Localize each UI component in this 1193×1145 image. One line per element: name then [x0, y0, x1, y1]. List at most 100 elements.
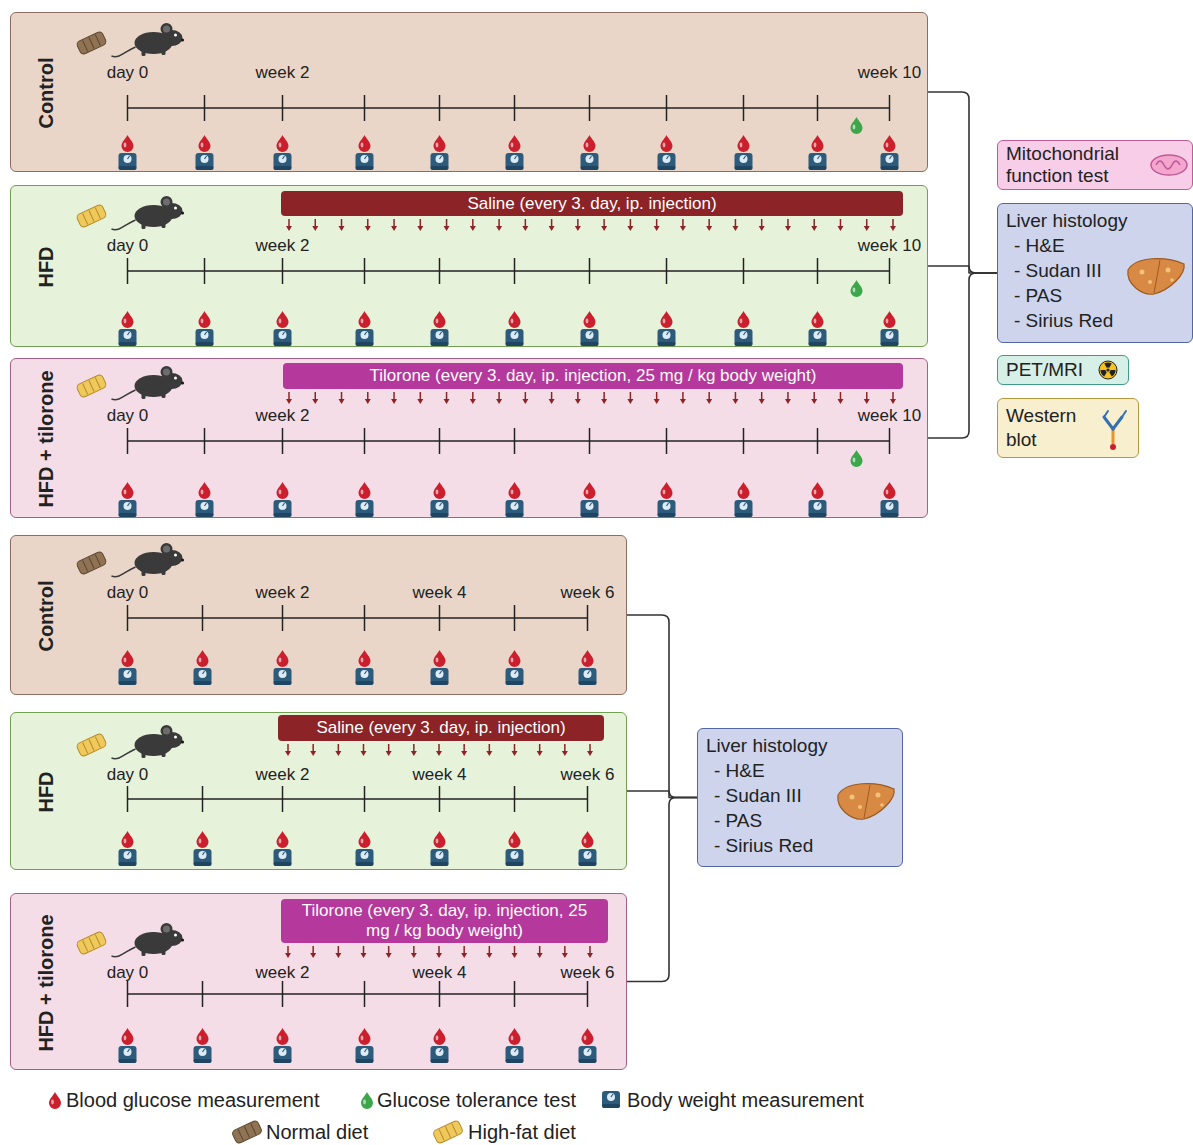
- injection-bar: Tilorone (every 3. day, ip. injection, 2…: [283, 363, 903, 389]
- injection-arrow: [537, 744, 543, 756]
- injection-arrow-part: [589, 946, 591, 954]
- liver-icon: [838, 784, 894, 820]
- time-label: day 0: [107, 765, 149, 785]
- diet-icon: [76, 31, 107, 56]
- scale-icon-part: [579, 681, 597, 685]
- scale-icon-part: [740, 502, 748, 510]
- drop-icon-part: [361, 319, 364, 324]
- timeline-panel: HFDday 0week 2week 4week 6Saline (every …: [10, 712, 627, 870]
- scale-icon-part: [124, 670, 132, 678]
- diet-icon-part: [83, 384, 88, 395]
- injection-arrow: [759, 219, 765, 231]
- result-box: Mitochondrial function test: [997, 140, 1193, 190]
- mouse-icon-part: [163, 926, 170, 933]
- diet-icon-part: [76, 551, 107, 576]
- time-label: day 0: [107, 963, 149, 983]
- bar-label: Tilorone (every 3. day, ip. injection, 2…: [370, 366, 817, 386]
- injection-arrow: [312, 219, 318, 231]
- injection-arrow-part: [463, 946, 465, 954]
- drop-icon: [884, 135, 896, 152]
- injection-arrow: [339, 219, 345, 231]
- injection-arrow-part: [391, 226, 397, 231]
- drop-icon-part: [812, 135, 824, 152]
- drop-icon-part: [434, 650, 446, 667]
- injection-arrow-part: [436, 751, 442, 756]
- drop-icon: [197, 1028, 209, 1045]
- injection-arrow: [522, 219, 528, 231]
- scale-icon-part: [431, 342, 449, 346]
- drop-icon: [812, 311, 824, 328]
- injection-arrow-part: [315, 392, 317, 400]
- injection-arrow-part: [417, 226, 423, 231]
- scale-icon: [274, 668, 292, 685]
- scale-icon-part: [119, 862, 137, 866]
- scale-icon-part: [590, 503, 592, 506]
- injection-arrow-part: [417, 399, 423, 404]
- drop-icon-part: [359, 311, 371, 328]
- scale-icon-part: [890, 156, 892, 159]
- diet-icon-part: [89, 381, 94, 392]
- injection-arrow-part: [811, 226, 817, 231]
- injection-arrow-part: [361, 953, 367, 958]
- injection-arrow-part: [587, 953, 593, 958]
- injection-arrow-part: [288, 219, 290, 227]
- scale-icon-part: [196, 166, 214, 170]
- injection-arrow-part: [706, 399, 712, 404]
- injection-arrow-part: [732, 226, 738, 231]
- diet-icon-part: [83, 941, 88, 952]
- drop-icon-part: [199, 658, 202, 663]
- scale-icon-part: [886, 331, 894, 339]
- drop-icon: [361, 1092, 373, 1109]
- mouse-icon-part: [174, 207, 177, 210]
- injection-arrow-part: [537, 953, 543, 958]
- scale-icon-part: [128, 671, 130, 674]
- timeline-tick: [282, 605, 284, 631]
- drop-icon: [851, 117, 863, 134]
- drop-icon-part: [436, 143, 439, 148]
- drop-icon-part: [511, 1036, 514, 1041]
- scale-icon-part: [581, 329, 599, 346]
- mouse-icon-part: [181, 381, 184, 384]
- scale-icon: [579, 849, 597, 866]
- timeline-tick: [817, 258, 819, 284]
- liver-icon-part: [850, 795, 855, 800]
- injection-arrow-part: [339, 226, 345, 231]
- timeline-tick: [364, 981, 366, 1007]
- drop-icon: [359, 135, 371, 152]
- timeline-tick: [439, 95, 441, 121]
- bracket-connector: [928, 266, 997, 273]
- injection-arrow-part: [411, 751, 417, 756]
- timeline-tick: [514, 95, 516, 121]
- injection-arrow-part: [386, 953, 392, 958]
- injection-arrow-part: [489, 946, 491, 954]
- bracket-connector: [627, 615, 697, 798]
- drop-icon: [434, 135, 446, 152]
- drop-icon-part: [199, 135, 211, 152]
- timeline-tick: [202, 981, 204, 1007]
- drop-icon: [434, 1028, 446, 1045]
- scale-icon-part: [818, 503, 820, 506]
- drop-icon-part: [436, 1036, 439, 1041]
- scale-icon: [881, 500, 899, 517]
- injection-arrow-part: [288, 392, 290, 400]
- list-item: - Sirius Red: [1014, 308, 1184, 333]
- scale-icon-part: [581, 166, 599, 170]
- drop-icon: [884, 482, 896, 499]
- drop-icon-part: [49, 1092, 61, 1109]
- group-label: Control: [34, 57, 58, 128]
- injection-arrow-part: [413, 946, 415, 954]
- injection-arrow-part: [589, 744, 591, 752]
- scale-icon-part: [119, 500, 137, 517]
- liver-icon-part: [838, 784, 894, 820]
- time-label: week 4: [413, 765, 467, 785]
- injection-arrow-part: [539, 744, 541, 752]
- liver-icon-part: [1154, 260, 1160, 293]
- scale-icon-part: [440, 852, 442, 855]
- diet-icon-part: [244, 1127, 249, 1138]
- injection-arrow-part: [310, 953, 316, 958]
- injection-arrow-part: [420, 392, 422, 400]
- scale-icon-part: [506, 153, 524, 170]
- radiation-icon-part: [1099, 361, 1117, 379]
- scale-icon-part: [511, 670, 519, 678]
- drop-icon: [509, 482, 521, 499]
